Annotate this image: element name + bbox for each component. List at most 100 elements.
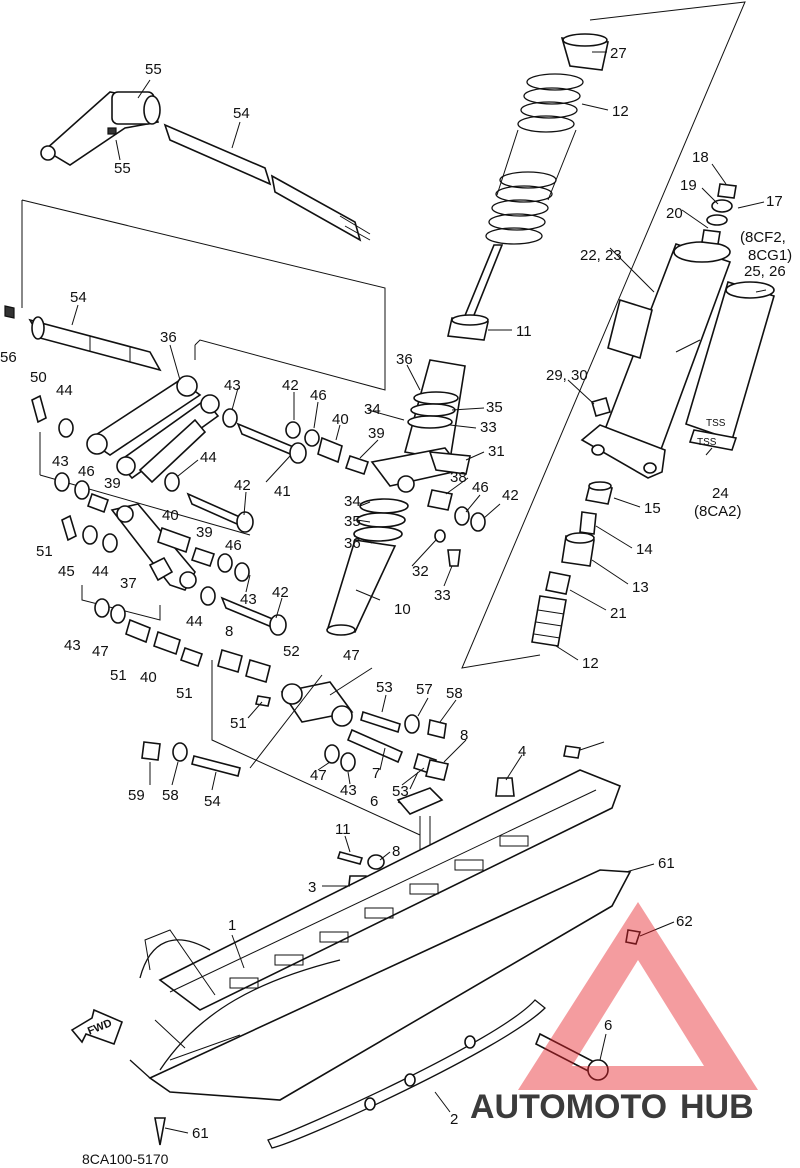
watermark-text-hub: HUB xyxy=(680,1088,754,1126)
callout-14: 13 xyxy=(632,579,649,596)
callout-39-right: 38 xyxy=(450,469,467,486)
note-8ca2: (8CA2) xyxy=(694,503,742,520)
callout-39-top: 39 xyxy=(368,425,385,442)
callout-37: 36 xyxy=(160,329,177,346)
callout-1: 1 xyxy=(228,917,236,934)
decal-tss-2: TSS xyxy=(697,437,717,448)
callout-33: 33 xyxy=(480,419,497,436)
callout-3-right: 4 xyxy=(518,743,526,760)
callout-24: 24 xyxy=(712,485,729,502)
steering-arm-group xyxy=(4,91,371,372)
callout-16: 15 xyxy=(644,500,661,517)
callout-28: 29, 30 xyxy=(546,367,588,384)
callout-59-top: 55 xyxy=(114,160,131,177)
callout-60: 61 xyxy=(658,855,675,872)
leader-lines xyxy=(71,51,767,1134)
callout-47-top: 50 xyxy=(30,369,47,386)
callout-46-left: 46 xyxy=(78,463,95,480)
callout-29-30: 31 xyxy=(488,443,505,460)
lower-link-group xyxy=(61,503,421,836)
watermark-triangle-logo xyxy=(518,902,758,1090)
drawing-code: 8CA100-5170 xyxy=(82,1151,169,1167)
callout-17: 17 xyxy=(766,193,783,210)
callout-43-mid: 43 xyxy=(240,591,257,608)
callout-46-mid: 46 xyxy=(225,537,242,554)
callout-31: 32 xyxy=(412,563,429,580)
callout-19: 19 xyxy=(680,177,697,194)
callout-46-top: 46 xyxy=(310,387,327,404)
callout-12: 12 xyxy=(612,103,629,120)
frame-box xyxy=(21,199,386,391)
callout-55-left: 59 xyxy=(128,787,145,804)
callout-55-right: 58 xyxy=(446,685,463,702)
callout-54-left: 58 xyxy=(162,787,179,804)
callout-43-right: 42 xyxy=(502,487,519,504)
link-arm-group xyxy=(31,375,370,536)
callout-42-top: 42 xyxy=(234,477,251,494)
callout-47-left: 51 xyxy=(36,543,53,560)
callout-53: 54 xyxy=(204,793,221,810)
spring-shock-group xyxy=(326,33,609,636)
watermark-text-automoto: AUTOMOTO xyxy=(470,1088,667,1126)
callout-36-top: 36 xyxy=(396,351,413,368)
callout-25-26: 25, 26 xyxy=(744,263,786,280)
callout-27: 27 xyxy=(610,45,627,62)
callout-15: 14 xyxy=(636,541,653,558)
callout-51-d: 53 xyxy=(392,783,409,800)
callout-48-49: 47 xyxy=(343,647,360,664)
callout-58: 55 xyxy=(145,61,162,78)
callout-40-top: 40 xyxy=(332,411,349,428)
callout-44-low: 44 xyxy=(186,613,203,630)
gas-shock-group: TSS TSS xyxy=(531,183,775,647)
callout-61-right: 62 xyxy=(676,913,693,930)
callout-36-low: 36 xyxy=(344,535,361,552)
callout-13: 12 xyxy=(582,655,599,672)
callout-57: 54 xyxy=(70,289,87,306)
callout-39-mid: 39 xyxy=(196,524,213,541)
callout-61-left: 61 xyxy=(192,1125,209,1142)
callout-35-low: 35 xyxy=(344,513,361,530)
callout-11: 11 xyxy=(516,323,532,340)
callout-5: 6 xyxy=(604,1017,612,1034)
callout-44-mid: 44 xyxy=(200,449,217,466)
callout-4: 6 xyxy=(370,793,378,810)
callout-39-left: 39 xyxy=(104,475,121,492)
callout-34-top: 34 xyxy=(364,401,381,418)
callout-35-top: 35 xyxy=(486,399,503,416)
callout-51-c: 52 xyxy=(283,643,300,660)
callout-40-mid: 40 xyxy=(162,507,179,524)
callout-46-low: 47 xyxy=(92,643,109,660)
frame-lines-right xyxy=(461,1,746,669)
callout-8-left: 8 xyxy=(225,623,233,640)
callout-50: 51 xyxy=(230,715,247,732)
callout-44-top: 43 xyxy=(224,377,241,394)
callout-22-23: 22, 23 xyxy=(580,247,622,264)
callout-54-right: 57 xyxy=(416,681,433,698)
callout-38: 37 xyxy=(120,575,137,592)
callout-20: 20 xyxy=(666,205,683,222)
callout-41: 41 xyxy=(274,483,291,500)
callout-46-right: 46 xyxy=(472,479,489,496)
callout-43-low: 43 xyxy=(64,637,81,654)
callout-3-left: 3 xyxy=(308,879,316,896)
callout-6: 8 xyxy=(392,843,400,860)
callout-21: 21 xyxy=(610,605,627,622)
callout-10: 10 xyxy=(394,601,411,618)
automotohub-watermark: AUTOMOTO HUB xyxy=(470,902,758,1126)
callout-2: 2 xyxy=(450,1111,458,1128)
callout-42-low: 42 xyxy=(272,584,289,601)
callout-40-low: 40 xyxy=(140,669,157,686)
ski-group xyxy=(129,769,642,1149)
callout-43-left: 43 xyxy=(52,453,69,470)
callout-59-left: 56 xyxy=(0,349,17,366)
lower-pivot-group xyxy=(141,674,581,896)
callout-labels: 55 54 55 54 56 36 50 44 43 42 46 40 39 4… xyxy=(0,45,792,1142)
callout-9: 11 xyxy=(335,821,351,838)
callout-7: 7 xyxy=(372,765,380,782)
callout-51-b: 51 xyxy=(176,685,193,702)
note-8cg1: 8CG1) xyxy=(748,247,792,264)
callout-18: 18 xyxy=(692,149,709,166)
callout-45-top: 44 xyxy=(56,382,73,399)
callout-52: 53 xyxy=(376,679,393,696)
note-8cf2: (8CF2, xyxy=(740,229,786,246)
